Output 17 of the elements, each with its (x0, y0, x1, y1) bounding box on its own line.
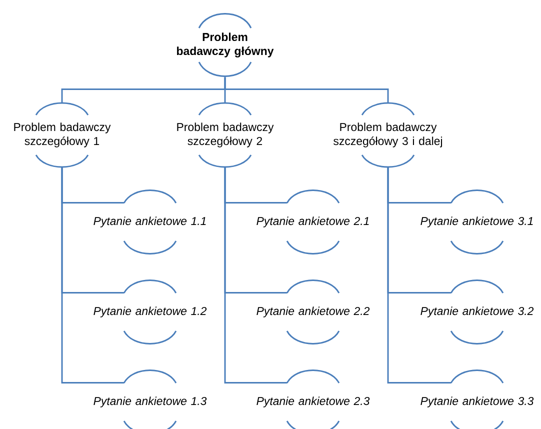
hierarchy-node: Problem badawczy szczegółowy 2 (177, 102, 274, 168)
hierarchy-node: Pytanie ankietowe 1.3 (94, 370, 207, 429)
connector-line (387, 167, 451, 384)
hierarchy-node: Pytanie ankietowe 1.1 (94, 190, 206, 254)
hierarchy-node: Pytanie ankietowe 2.1 (256, 190, 369, 254)
hierarchy-node: Problem badawczy główny (177, 13, 274, 77)
hierarchy-node: Pytanie ankietowe 3.1 (420, 190, 533, 254)
hierarchy-node: Problem badawczy szczegółowy 3 i dalej (334, 102, 442, 168)
hierarchy-node: Pytanie ankietowe 3.3 (420, 370, 534, 429)
connector-line (224, 167, 287, 384)
hierarchy-node: Pytanie ankietowe 1.2 (94, 280, 207, 344)
connector-line (61, 167, 124, 384)
hierarchy-node: Problem badawczy szczegółowy 1 (14, 102, 111, 168)
hierarchy-node: Pytanie ankietowe 2.2 (256, 280, 370, 344)
hierarchy-node: Pytanie ankietowe 2.3 (256, 370, 370, 429)
connector-line (224, 77, 389, 103)
hierarchy-node: Pytanie ankietowe 3.2 (420, 280, 534, 344)
